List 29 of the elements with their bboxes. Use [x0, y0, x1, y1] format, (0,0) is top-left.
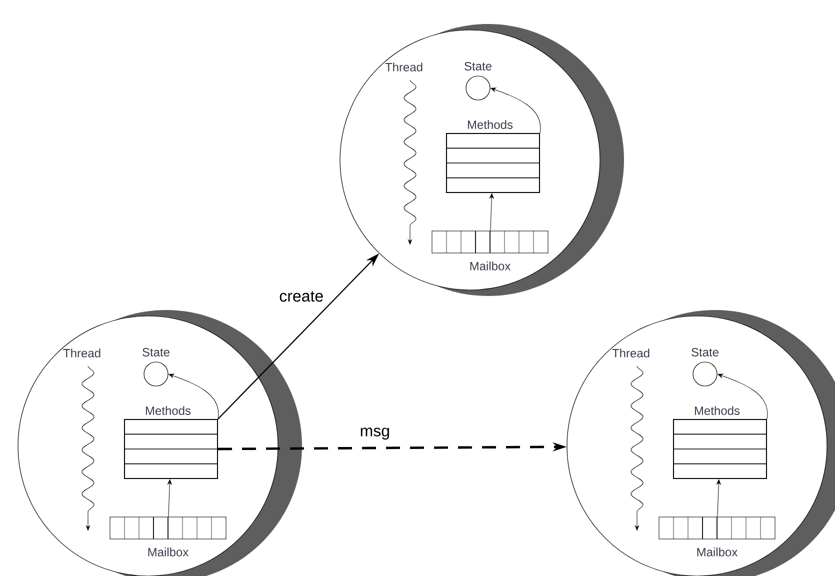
- actor-sphere: [340, 24, 624, 296]
- edge-label: create: [278, 290, 325, 303]
- actor-sphere: [566, 310, 835, 576]
- node-label: Mailbox: [148, 548, 189, 556]
- thread-label: Thread: [63, 348, 100, 358]
- node-label: State: [142, 348, 170, 356]
- actor-sphere: [18, 310, 302, 576]
- methods-table: Methods: [124, 406, 218, 479]
- mailbox-queue: Mailbox: [432, 230, 548, 270]
- node-label: State: [692, 348, 718, 356]
- node-label: Methods: [146, 406, 191, 415]
- node-label: Methods: [694, 406, 740, 415]
- arrow: [490, 193, 494, 231]
- node-label: Mailbox: [697, 548, 738, 556]
- node-label: Mailbox: [470, 262, 511, 270]
- thread-label: Thread: [385, 62, 422, 72]
- mailbox-queue: Mailbox: [658, 516, 776, 556]
- arrow: [168, 374, 219, 420]
- node-label: Methods: [468, 120, 513, 129]
- node-label: State: [464, 62, 492, 70]
- methods-table: Methods: [673, 406, 767, 479]
- arrow: [716, 479, 721, 517]
- arrow: [490, 88, 541, 134]
- edge-label: msg: [358, 426, 392, 441]
- arrow: [718, 374, 768, 420]
- arrow: [168, 479, 172, 517]
- methods-table: Methods: [446, 120, 540, 193]
- thread-label: Thread: [612, 348, 650, 358]
- mailbox-queue: Mailbox: [110, 516, 226, 556]
